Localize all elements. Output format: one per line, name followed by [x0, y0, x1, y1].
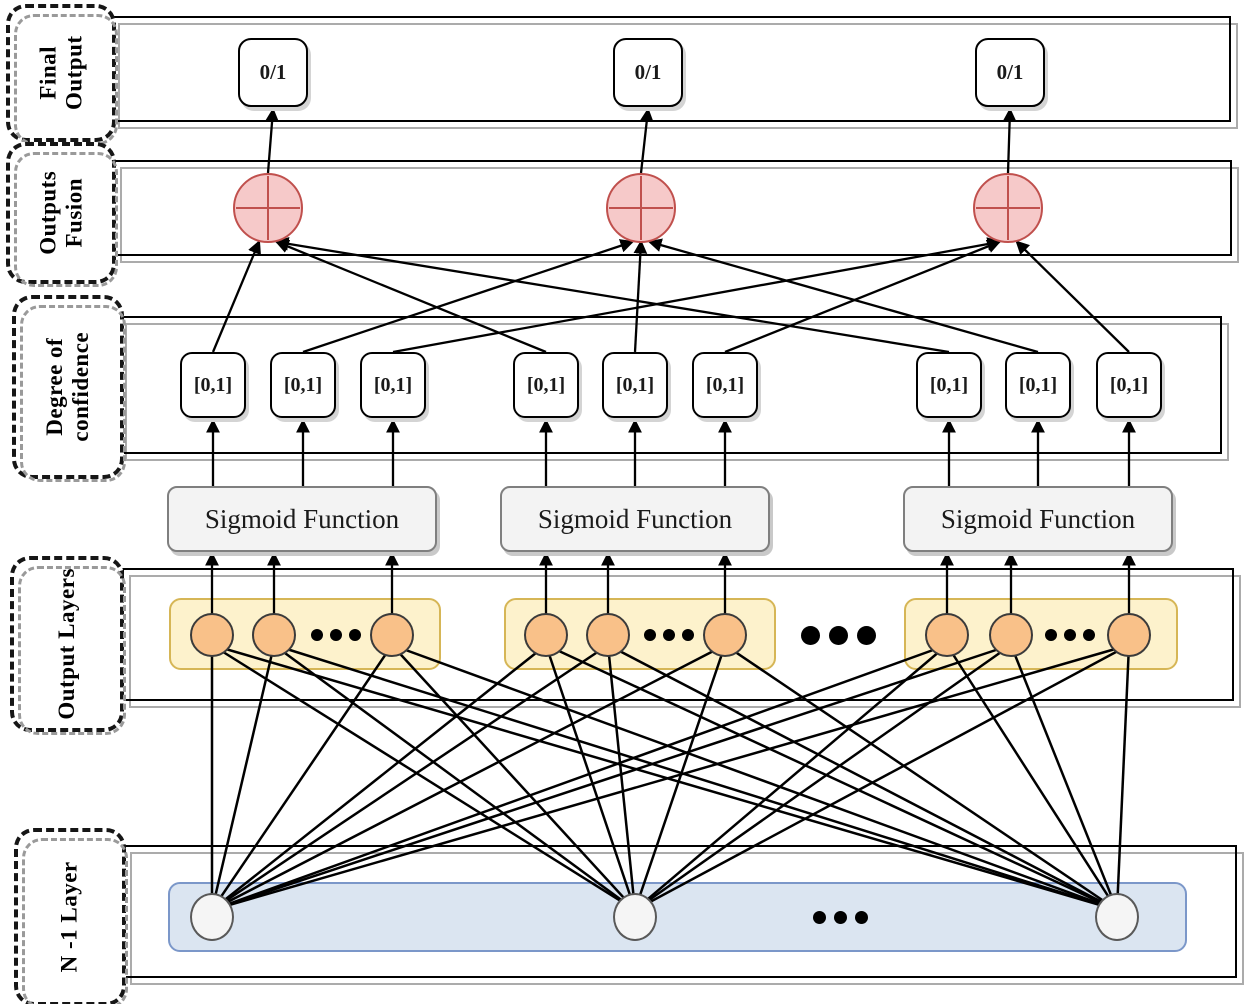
confidence-label: [0,1] [705, 373, 745, 396]
confidence-box-g1-1: [0,1] [180, 352, 246, 418]
row-label-line: Degree of [42, 338, 68, 436]
confidence-label: [0,1] [193, 373, 233, 396]
confidence-box-g3-3: [0,1] [1096, 352, 1162, 418]
ellipsis-dot [1083, 629, 1095, 641]
confidence-box-g2-1: [0,1] [513, 352, 579, 418]
sigmoid-label: Sigmoid Function [940, 503, 1136, 534]
confidence-box-g1-3: [0,1] [360, 352, 426, 418]
ellipsis-dots-bottom-layer [812, 910, 868, 924]
row-label-text: N -1 Layer [57, 861, 83, 972]
output-neuron-g2-3 [703, 613, 747, 657]
ellipsis-dot [833, 910, 847, 924]
output-neuron-g3-3 [1107, 613, 1151, 657]
confidence-label: [0,1] [929, 373, 969, 396]
ellipsis-dots-group-2 [644, 629, 694, 641]
ellipsis-dot [644, 629, 656, 641]
output-neuron-g1-3 [370, 613, 414, 657]
ellipsis-dot [311, 629, 323, 641]
confidence-box-g3-1: [0,1] [916, 352, 982, 418]
final-output-label: 0/1 [259, 60, 287, 84]
outputs-fusion-node-2 [606, 173, 676, 243]
final-output-box-3: 0/1 [975, 38, 1045, 107]
ellipsis-dots-between-groups [800, 625, 876, 645]
sigmoid-function-box-2: Sigmoid Function [500, 486, 770, 552]
output-neuron-g1-2 [252, 613, 296, 657]
output-neuron-g2-2 [586, 613, 630, 657]
ellipsis-dot [663, 629, 675, 641]
sigmoid-label: Sigmoid Function [204, 503, 400, 534]
n-1-layer-neuron-3 [1095, 893, 1139, 941]
row-label-line: Output Layers [54, 568, 80, 720]
confidence-box-g1-2: [0,1] [270, 352, 336, 418]
ellipsis-dot [682, 629, 694, 641]
ellipsis-dot [330, 629, 342, 641]
output-neuron-g1-1 [190, 613, 234, 657]
confidence-label: [0,1] [526, 373, 566, 396]
row-label-line: N -1 Layer [57, 861, 83, 973]
final-output-box-2: 0/1 [613, 38, 683, 107]
row-label-shadow [20, 305, 126, 482]
ellipsis-dot [856, 625, 876, 645]
row-label-line: Outputs [35, 170, 61, 256]
ellipsis-dot [828, 625, 848, 645]
final-output-label: 0/1 [996, 60, 1024, 84]
n-1-layer-neuron-2 [613, 893, 657, 941]
ellipsis-dot [854, 910, 868, 924]
row-label-shadow [14, 152, 118, 287]
output-neuron-g3-2 [989, 613, 1033, 657]
ellipsis-dot [812, 910, 826, 924]
sigmoid-function-box-1: Sigmoid Function [167, 486, 437, 552]
row-label-line: Final [35, 46, 61, 100]
n-1-layer-group-box [168, 882, 1187, 952]
row-label-n-1-layer: N -1 Layer [14, 828, 128, 1004]
row-label-output-layers: Output Layers [10, 556, 126, 735]
row-label-text: Output Layers [54, 568, 80, 720]
row-label-line: confidence [68, 332, 94, 442]
ellipsis-dots-group-1 [311, 629, 361, 641]
confidence-label: [0,1] [1109, 373, 1149, 396]
outputs-fusion-node-1 [233, 173, 303, 243]
ellipsis-dot [349, 629, 361, 641]
row-label-line: Output [61, 35, 86, 111]
confidence-label: [0,1] [283, 373, 323, 396]
confidence-box-g3-2: [0,1] [1005, 352, 1071, 418]
ellipsis-dot [1045, 629, 1057, 641]
ellipsis-dots-group-3 [1045, 629, 1095, 641]
confidence-label: [0,1] [615, 373, 655, 396]
row-label-line: Fusion [60, 178, 86, 248]
confidence-label: [0,1] [373, 373, 413, 396]
ellipsis-dot [1064, 629, 1076, 641]
final-output-box-1: 0/1 [238, 38, 308, 107]
row-label-shadow [18, 566, 126, 735]
confidence-label: [0,1] [1018, 373, 1058, 396]
confidence-box-g2-2: [0,1] [602, 352, 668, 418]
final-output-label: 0/1 [634, 60, 662, 84]
n-1-layer-neuron-1 [190, 893, 234, 941]
output-neuron-g2-1 [524, 613, 568, 657]
outputs-fusion-node-3 [973, 173, 1043, 243]
output-neuron-g3-1 [925, 613, 969, 657]
sigmoid-label: Sigmoid Function [537, 503, 733, 534]
ellipsis-dot [800, 625, 820, 645]
row-label-shadow [22, 838, 128, 1004]
sigmoid-function-box-3: Sigmoid Function [903, 486, 1173, 552]
confidence-box-g2-3: [0,1] [692, 352, 758, 418]
